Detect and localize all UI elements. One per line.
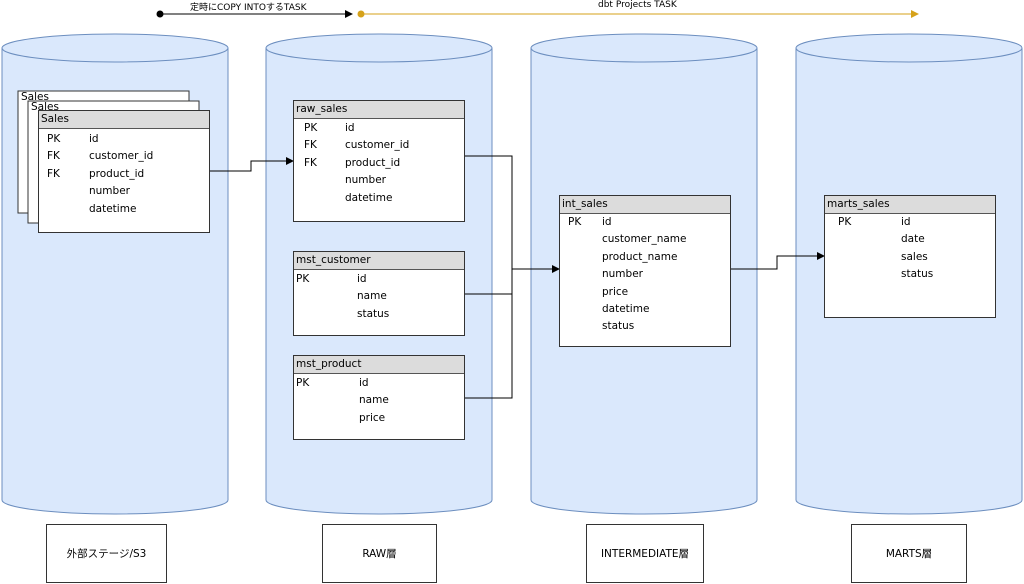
column-name: id (345, 122, 355, 134)
column-name: sales (901, 250, 928, 263)
key-badge: FK (47, 150, 60, 163)
column-name: id (602, 216, 612, 228)
s3-sheet-back-title: Sales (21, 91, 49, 103)
table-row: PK id (294, 120, 464, 137)
table-title: raw_sales (294, 101, 464, 119)
table-row: name (294, 288, 464, 305)
table-row: number (560, 266, 730, 283)
table-row: status (294, 306, 464, 323)
column-name: price (359, 411, 386, 424)
key-badge: FK (304, 139, 317, 152)
column-name: status (901, 268, 934, 281)
table-row: customer_name (560, 231, 730, 248)
raw-sales-table: raw_sales PK id FK customer_id FK product_i… (293, 100, 465, 222)
column-name: datetime (602, 302, 650, 315)
stage-label-s3: 外部ステージ/S3 (46, 524, 167, 583)
column-name: datetime (89, 202, 137, 215)
table-row: PK id (294, 375, 464, 392)
connector-s3-to-raw (209, 157, 294, 172)
stage-label-raw: RAW層 (322, 524, 437, 583)
mst-customer-table: mst_customer PK id name status (293, 251, 465, 336)
copy-task-arrow (156, 10, 353, 18)
table-row: PK id (294, 271, 464, 288)
table-row: PK id (560, 214, 730, 231)
key-badge: FK (304, 156, 317, 169)
table-body: PK id FK customer_id FK product_id number d… (294, 119, 464, 207)
table-title: mst_customer (294, 252, 464, 270)
column-name: datetime (345, 191, 393, 204)
column-name: status (602, 320, 635, 333)
table-row: date (825, 231, 995, 248)
table-row: product_name (560, 249, 730, 266)
table-title: int_sales (560, 196, 730, 214)
table-row: FK customer_id (39, 148, 209, 165)
table-row: number (39, 183, 209, 200)
table-body: PK id name price (294, 374, 464, 427)
column-name: price (602, 285, 629, 298)
column-name: customer_name (602, 233, 687, 246)
stage-label-marts: MARTS層 (851, 524, 967, 583)
table-row: datetime (294, 190, 464, 207)
stage-label-intermediate: INTERMEDIATE層 (586, 524, 704, 583)
column-name: id (359, 377, 369, 389)
column-name: customer_id (89, 150, 154, 163)
table-row: status (560, 318, 730, 335)
column-name: product_id (89, 167, 145, 180)
column-name: product_id (345, 156, 401, 169)
column-name: name (359, 394, 389, 407)
table-row: sales (825, 249, 995, 266)
table-row: price (294, 410, 464, 427)
key-badge: PK (296, 273, 310, 285)
table-row: status (825, 266, 995, 283)
table-row: number (294, 172, 464, 189)
column-name: id (901, 216, 911, 228)
table-row: PK id (39, 131, 209, 148)
key-badge: PK (838, 216, 852, 228)
key-badge: FK (47, 167, 60, 180)
column-name: product_name (602, 250, 678, 263)
column-name: number (89, 185, 130, 198)
connector-int-to-marts (730, 252, 825, 270)
column-name: number (602, 268, 643, 281)
column-name: status (357, 307, 390, 320)
key-badge: PK (568, 216, 582, 228)
copy-task-label: 定時にCOPY INTOするTASK (190, 3, 307, 13)
marts-sales-table: marts_sales PK id date sales status (824, 195, 996, 318)
table-title: marts_sales (825, 196, 995, 214)
table-row: PK id (825, 214, 995, 231)
table-row: name (294, 392, 464, 409)
table-row: FK product_id (39, 166, 209, 183)
dbt-task-arrow (357, 10, 919, 18)
connector-mst-product-to-int (465, 269, 513, 399)
column-name: date (901, 233, 925, 246)
column-name: name (357, 290, 387, 303)
column-name: customer_id (345, 139, 410, 152)
table-row: FK product_id (294, 155, 464, 172)
table-row: price (560, 284, 730, 301)
dbt-task-label: dbt Projects TASK (598, 0, 677, 10)
column-name: id (357, 273, 367, 285)
connector-raw-sales-to-int (465, 155, 513, 269)
column-name: id (89, 133, 99, 145)
int-sales-table: int_sales PK id customer_name product_nam… (559, 195, 731, 347)
mst-product-table: mst_product PK id name price (293, 355, 465, 440)
table-row: datetime (560, 301, 730, 318)
s3-sales-table: Sales PK id FK customer_id FK product_id nu… (38, 110, 210, 233)
column-name: number (345, 174, 386, 187)
table-body: PK id name status (294, 270, 464, 323)
table-row: datetime (39, 201, 209, 218)
key-badge: PK (304, 122, 318, 134)
table-title: mst_product (294, 356, 464, 374)
table-body: PK id customer_name product_name number p… (560, 214, 730, 336)
table-row: FK customer_id (294, 137, 464, 154)
table-title: Sales (39, 111, 209, 129)
table-body: PK id FK customer_id FK product_id number d… (39, 129, 209, 218)
key-badge: PK (47, 133, 61, 145)
key-badge: PK (296, 377, 310, 389)
table-body: PK id date sales status (825, 214, 995, 284)
